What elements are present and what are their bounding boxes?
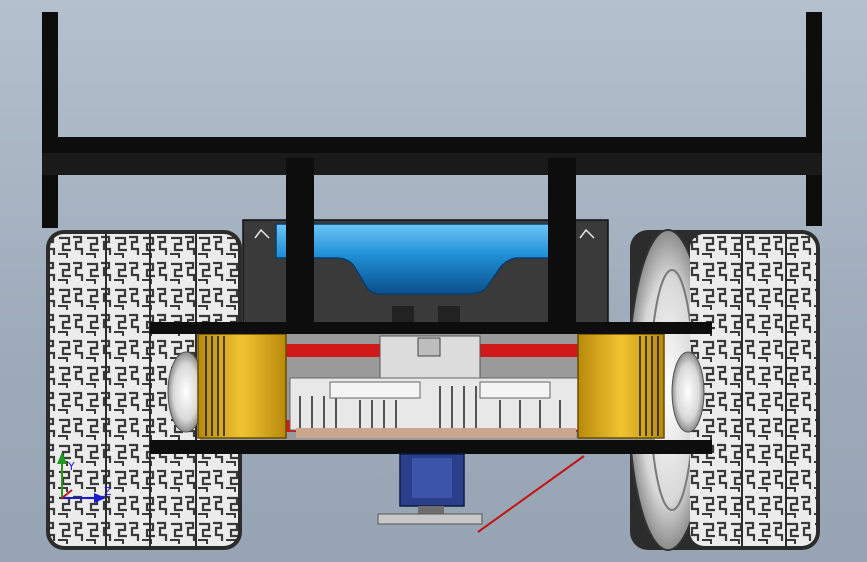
battery-pack: [275, 223, 551, 295]
triad-y-label: Y: [67, 460, 75, 473]
triad-z-label: Z: [104, 485, 112, 498]
rear-frame: [42, 12, 822, 324]
left-wheel: [46, 230, 242, 550]
right-wheel: [627, 229, 820, 551]
left-motor: [197, 333, 287, 439]
red-pointer-line: [477, 455, 585, 533]
deck-plates: [150, 322, 712, 454]
steering-servo: [377, 453, 483, 525]
right-motor: [577, 333, 665, 439]
coordinate-triad-icon: Y Z: [57, 452, 112, 503]
